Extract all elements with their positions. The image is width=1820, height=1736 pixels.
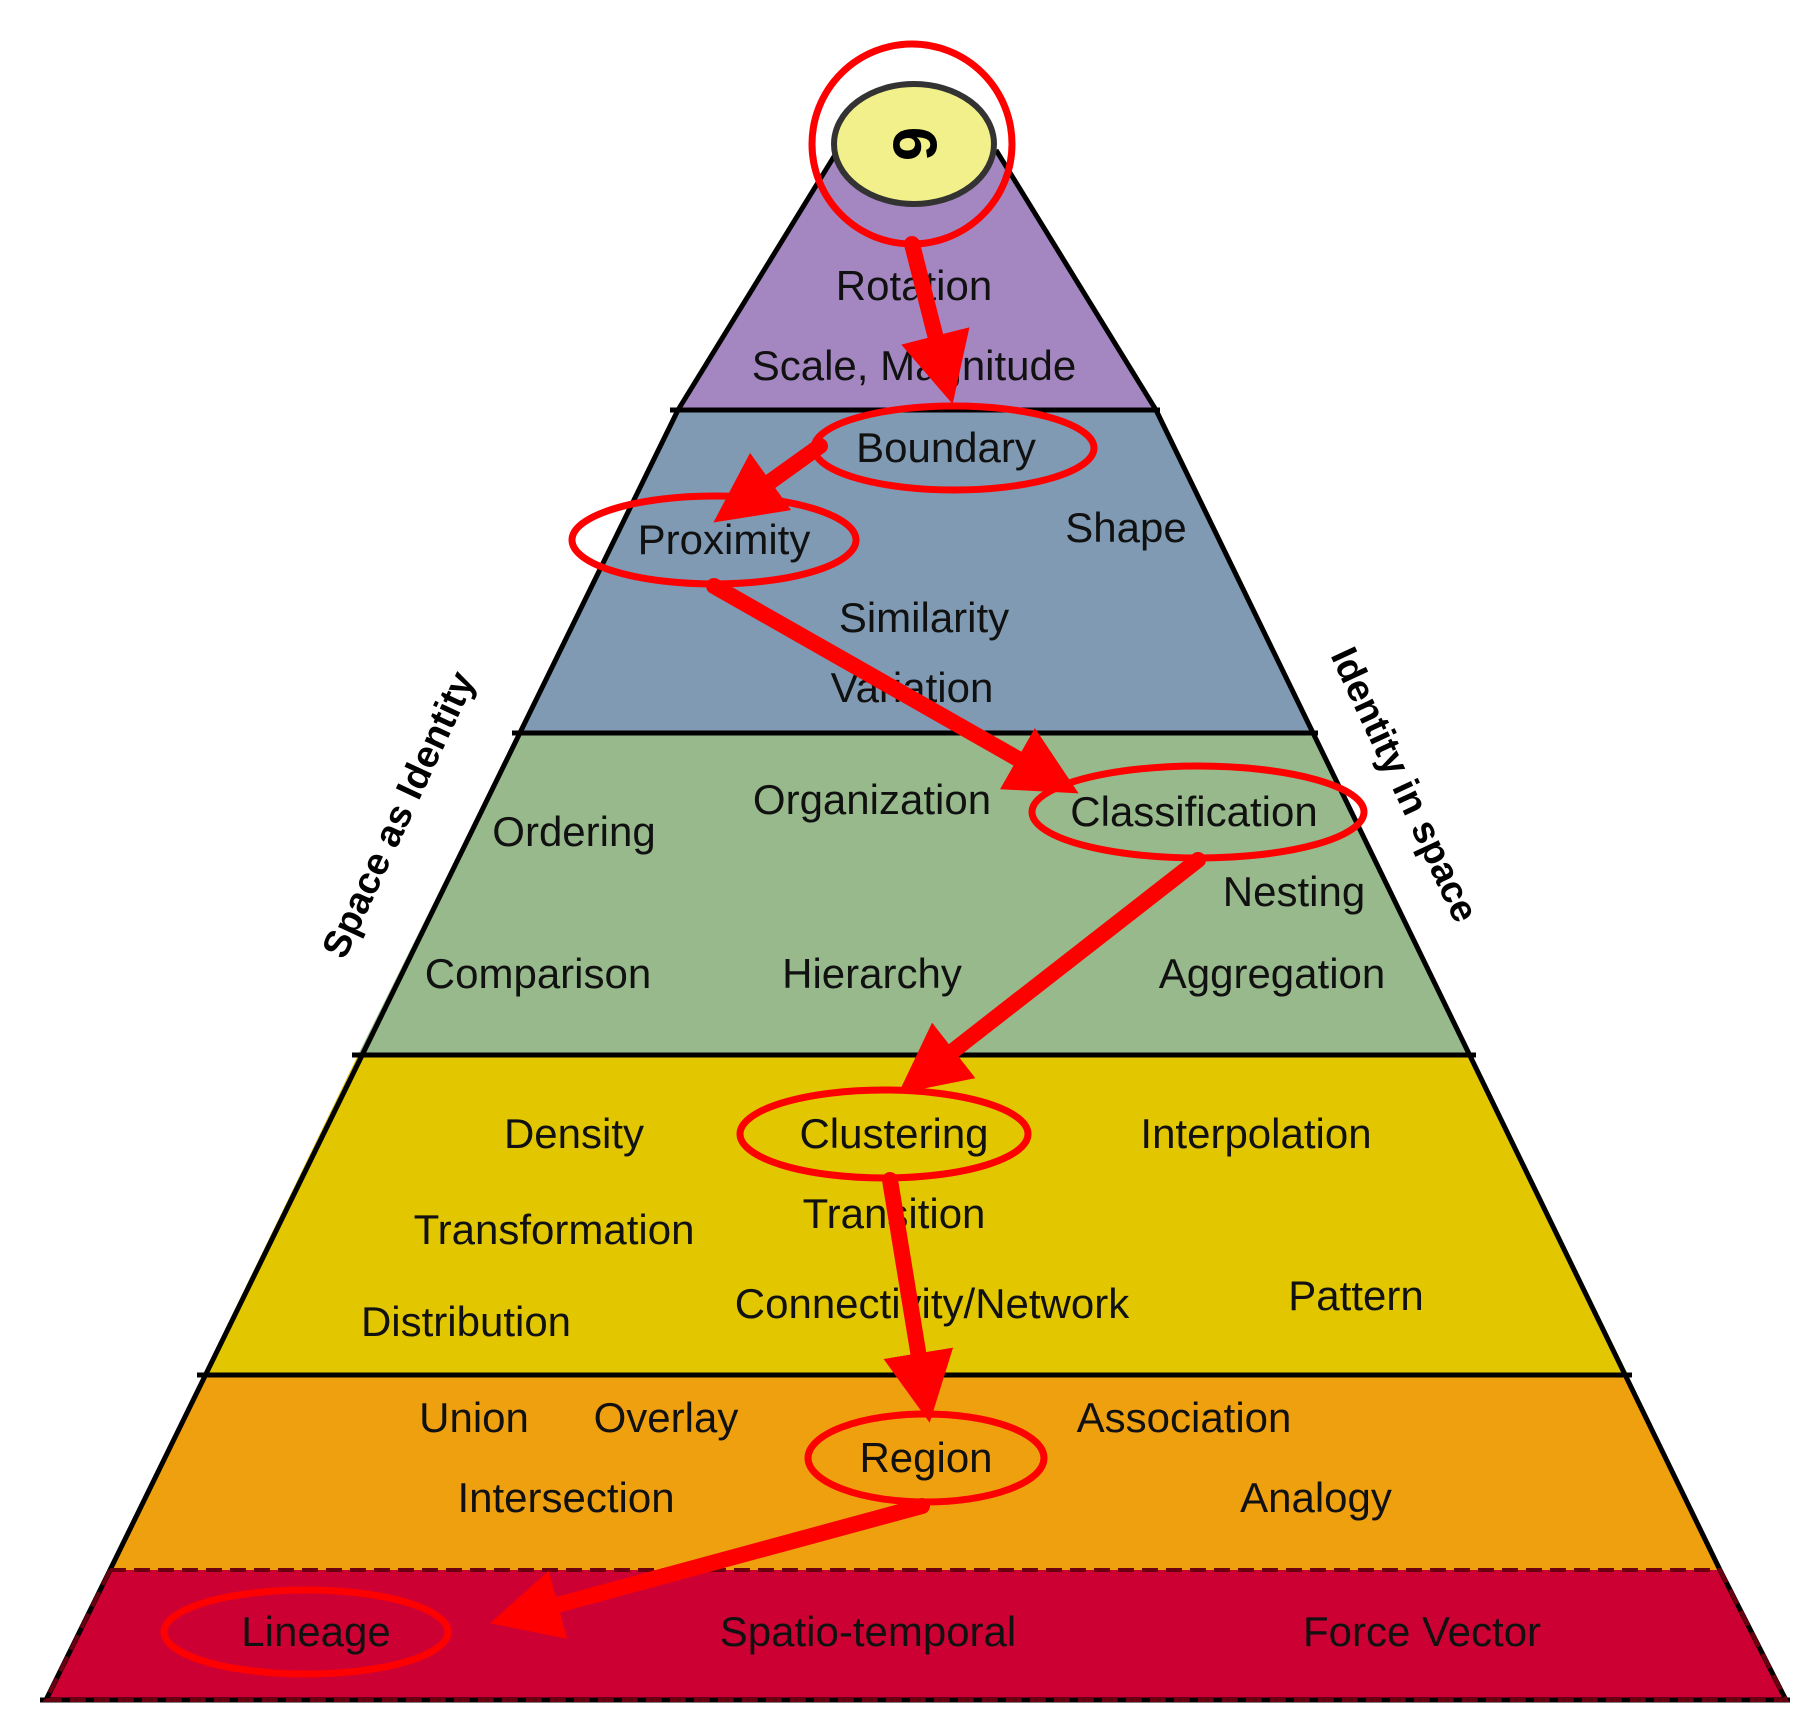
term-aggregation: Aggregation bbox=[1159, 950, 1386, 997]
term-classification: Classification bbox=[1070, 788, 1317, 835]
term-comparison: Comparison bbox=[425, 950, 651, 997]
term-association: Association bbox=[1077, 1394, 1292, 1441]
term-ordering: Ordering bbox=[492, 808, 655, 855]
term-shape: Shape bbox=[1065, 504, 1186, 551]
pyramid-layers bbox=[46, 150, 1786, 1700]
term-analogy: Analogy bbox=[1240, 1474, 1392, 1521]
arrow-classification-to-clustering bbox=[898, 852, 1206, 1094]
term-region: Region bbox=[859, 1434, 992, 1481]
term-organization: Organization bbox=[753, 776, 991, 823]
layer-6-terms: Lineage Spatio-temporal Force Vector bbox=[241, 1608, 1541, 1655]
term-transformation: Transformation bbox=[414, 1206, 695, 1253]
term-force-vector: Force Vector bbox=[1303, 1608, 1541, 1655]
term-lineage: Lineage bbox=[241, 1608, 390, 1655]
term-boundary: Boundary bbox=[856, 424, 1036, 471]
badge-number: 6 bbox=[880, 127, 949, 161]
arrow-badge-to-scale bbox=[901, 236, 970, 405]
term-hierarchy: Hierarchy bbox=[782, 950, 962, 997]
lineage-highlight-ring bbox=[160, 1586, 452, 1678]
layer-4-terms: Density Clustering Interpolation Transfo… bbox=[361, 1110, 1424, 1345]
term-nesting: Nesting bbox=[1223, 868, 1365, 915]
badge-oval bbox=[831, 81, 997, 207]
arrow-region-to-lineage bbox=[490, 1498, 930, 1639]
term-interpolation: Interpolation bbox=[1140, 1110, 1371, 1157]
term-clustering: Clustering bbox=[799, 1110, 988, 1157]
term-distribution: Distribution bbox=[361, 1298, 571, 1345]
layer-4-band bbox=[203, 1055, 1628, 1375]
arrow-boundary-to-proximity bbox=[713, 438, 828, 523]
term-similarity: Similarity bbox=[839, 594, 1009, 641]
term-intersection: Intersection bbox=[457, 1474, 674, 1521]
term-spatio-temporal: Spatio-temporal bbox=[720, 1608, 1016, 1655]
level-badge: 6 bbox=[831, 81, 997, 207]
layer-5-band bbox=[110, 1375, 1720, 1570]
layer-5-terms: Union Overlay Association Region Interse… bbox=[419, 1394, 1392, 1521]
layer-3-band bbox=[358, 733, 1472, 1055]
arrow-proximity-to-classification bbox=[706, 578, 1079, 794]
layer-6-band bbox=[46, 1570, 1786, 1700]
arrow-clustering-to-region bbox=[882, 1172, 954, 1423]
term-density: Density bbox=[504, 1110, 644, 1157]
term-pattern: Pattern bbox=[1288, 1272, 1423, 1319]
term-overlay: Overlay bbox=[594, 1394, 739, 1441]
term-scale-magnitude: Scale, Magnitude bbox=[752, 342, 1077, 389]
term-connectivity-network: Connectivity/Network bbox=[735, 1280, 1130, 1327]
layer-3-terms: Organization Classification Ordering Nes… bbox=[425, 776, 1385, 997]
term-proximity: Proximity bbox=[638, 516, 811, 563]
bottom-layer-dashed-border bbox=[42, 1568, 1790, 1702]
flow-arrows bbox=[490, 236, 1206, 1639]
term-union: Union bbox=[419, 1394, 529, 1441]
